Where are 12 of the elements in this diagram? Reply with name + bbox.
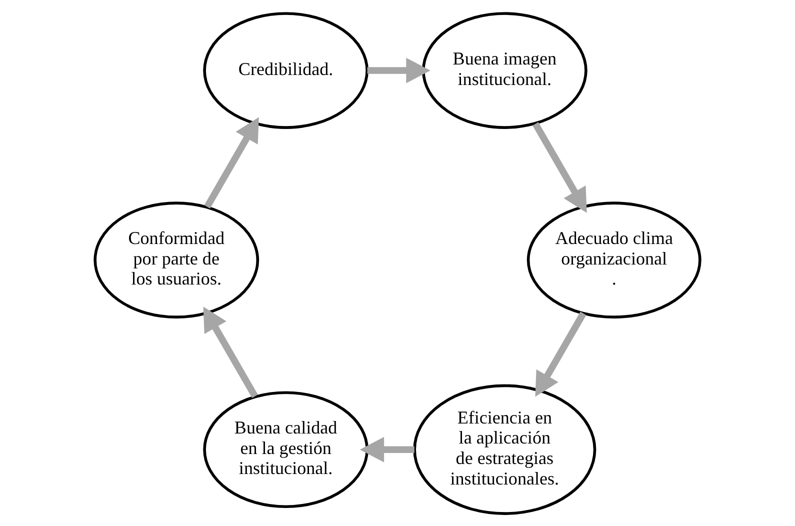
arrow: [360, 436, 414, 462]
arrow: [367, 57, 430, 83]
node-ellipse: Adecuado clima organizacional .: [526, 201, 702, 318]
arrow: [535, 311, 586, 396]
node-ellipse: Conformidad por parte de los usuarios.: [94, 201, 260, 318]
node-ellipse: Credibilidad.: [203, 12, 368, 128]
node-ellipse: Eficiencia en la aplicación de estrategias institucionales.: [413, 384, 596, 514]
arrow: [203, 306, 258, 398]
arrow: [532, 122, 587, 212]
arrow: [204, 116, 259, 208]
node-ellipse: Buena imagen institucional.: [422, 12, 588, 128]
node-ellipse: Buena calidad en la gestión institucional.: [203, 390, 368, 508]
